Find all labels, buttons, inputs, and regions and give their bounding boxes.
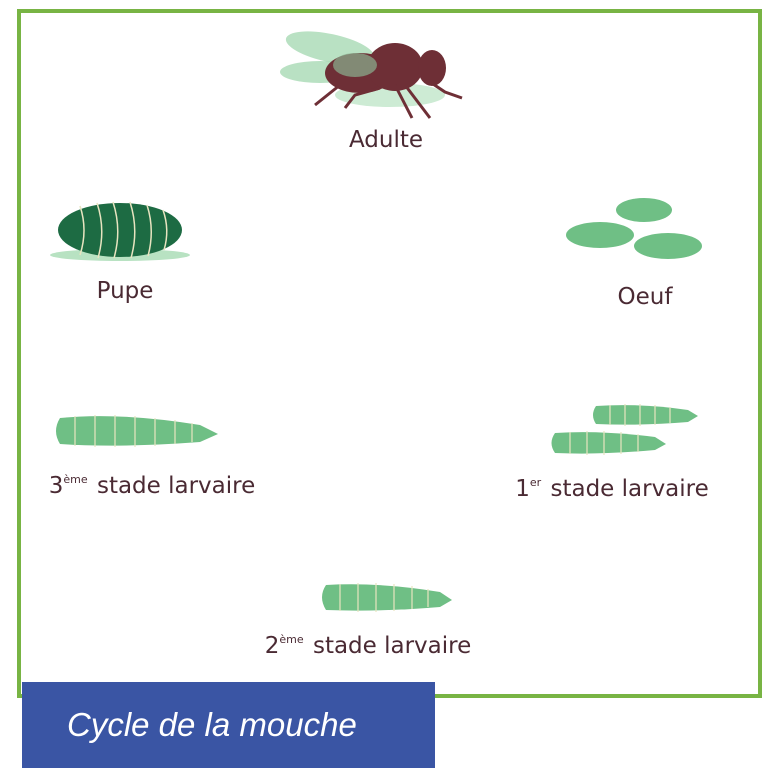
larva-1-text: stade larvaire [550,476,709,502]
label-egg: Oeuf [617,284,673,310]
label-larva-3: 3ème stade larvaire [49,473,256,499]
pupa-icon [50,201,190,261]
larva-3-suffix: ème [63,473,88,486]
larva-3-icon [56,415,218,447]
larva-1-suffix: er [529,476,542,489]
larva-1a-icon [593,404,698,426]
adult-fly-icon [280,31,463,119]
caption-box: Cycle de la mouche [22,682,435,768]
larva-2-icon [322,583,452,612]
label-larva-2: 2ème stade larvaire [265,633,472,659]
label-larva-1: 1er stade larvaire [515,476,709,502]
caption-text: Cycle de la mouche [67,706,357,743]
larva-1-number: 1 [515,476,530,502]
larva-3-number: 3 [48,473,64,499]
eggs-icon [566,198,702,259]
label-pupa: Pupe [96,278,154,304]
larva-2-text: stade larvaire [312,633,472,659]
larva-2-number: 2 [264,633,280,659]
larva-3-text: stade larvaire [96,473,256,499]
label-adult: Adulte [348,127,424,153]
larva-1b-icon [551,431,666,455]
larva-2-suffix: ème [279,633,304,646]
